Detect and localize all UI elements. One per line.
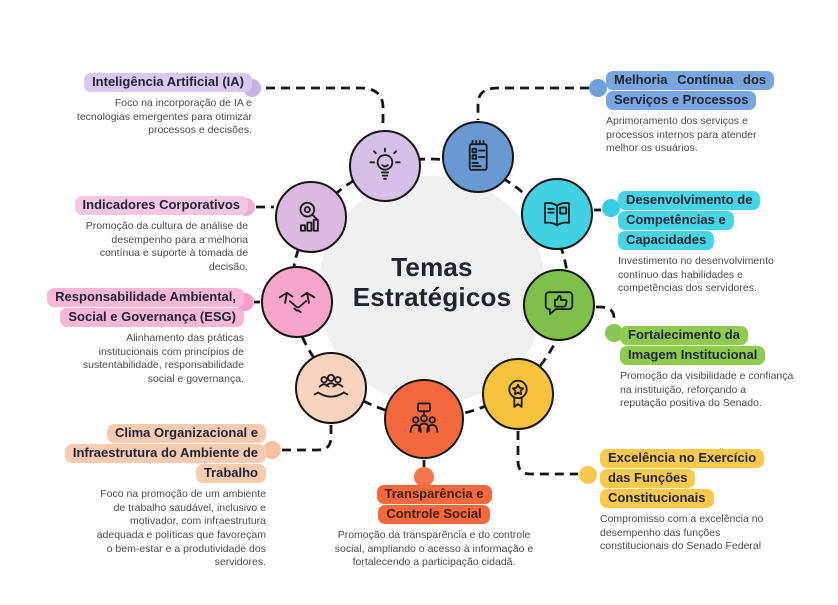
theme-title-line: Serviços e Processos [606,91,757,110]
theme-title-line: Inteligência Artificial (IA) [84,73,252,92]
diagram-title-line-2: Estratégicos [352,282,512,312]
label-desenvolvimento-competencias: Desenvolvimento de Competências e Capaci… [618,191,788,296]
theme-title-line: Controle Social [378,505,490,524]
checklist-icon [468,140,488,171]
connector-dot-desenvolvimento [602,199,620,217]
node-indicadores-corporativos [275,181,347,253]
label-indicadores-corporativos: Indicadores Corporativos Promoção da cul… [50,196,248,275]
medal-icon [508,379,528,408]
theme-description: Investimento no desenvolvimento contínuo… [618,255,774,295]
diagram-title-line-1: Temas [391,252,473,282]
thumbs-up-bubble-icon [544,291,574,316]
node-fortalecimento-imagem [523,269,595,341]
label-inteligencia-artificial: Inteligência Artificial (IA) Foco na inc… [38,73,252,138]
label-clima-organizacional: Clima Organizacional e Infraestrutura do… [48,424,266,570]
label-transparencia-controle-social: Transparência e Controle Social Promoção… [308,485,560,570]
connector-line [596,305,616,323]
theme-title-line: Social e Governança (ESG) [60,308,244,327]
theme-title-line: Desenvolvimento de [618,191,761,210]
theme-title-line: Indicadores Corporativos [74,196,248,215]
connector-dot-melhoria [589,79,607,97]
theme-title-line: Constitucionais [600,489,714,508]
node-transparencia-controle-social [384,379,464,459]
team-care-icon [313,373,349,398]
label-responsabilidade-esg: Responsabilidade Ambiental, Social e Gov… [30,288,244,387]
label-melhoria-continua: Melhoria Contínua dos Serviços e Process… [606,71,776,156]
theme-title-line: Transparência e [376,485,492,504]
theme-title-line: Infraestrutura do Ambiente de [64,444,266,463]
analytics-magnifier-icon [299,201,319,232]
connector-line [516,431,578,476]
connector-line [282,425,333,452]
node-excelencia-funcoes [482,358,554,430]
connector-dot-clima [263,441,281,459]
connector-dot-excelencia [579,466,597,484]
theme-description: Compromisso com a excelência no desempen… [600,513,764,553]
lightbulb-icon [369,147,401,180]
label-fortalecimento-imagem: Fortalecimento da Imagem Institucional P… [620,326,812,411]
node-responsabilidade-esg [261,266,333,338]
theme-title-line: das Funções [600,469,696,488]
connector-dot-transparencia [414,467,434,487]
theme-description: Promoção da visibilidade e confiança na … [620,370,794,410]
theme-title-line: Melhoria Contínua dos [606,71,775,90]
theme-description: Foco na promoção de um ambiente de traba… [96,488,266,569]
theme-description: Promoção da cultura de análise de desemp… [85,220,248,273]
theme-description: Aprimoramento dos serviços e processos i… [606,115,757,155]
connector-line [266,86,385,129]
node-clima-organizacional [295,352,367,424]
diagram-title: Temas Estratégicos [318,252,546,312]
node-inteligencia-artificial [349,130,421,202]
people-announcement-icon [409,402,439,433]
connector-dot-fortalecimento [605,324,623,342]
theme-title-line: Excelência no Exercício [600,449,765,468]
theme-title-line: Imagem Institucional [620,346,766,365]
theme-description: Promoção da transparência e do controle … [334,529,534,569]
theme-title-line: Clima Organizacional e [106,424,266,443]
node-melhoria-continua [442,121,514,193]
theme-title-line: Fortalecimento da [620,326,748,345]
theme-description: Foco na incorporação de IA e tecnologias… [76,97,252,137]
theme-title-line: Trabalho [195,464,266,483]
label-excelencia-funcoes: Excelência no Exercício das Funções Cons… [600,449,780,554]
theme-title-line: Responsabilidade Ambiental, [47,288,244,307]
theme-description: Alinhamento das práticas institucionais … [82,332,244,385]
handshake-icon [278,291,316,313]
connector-line [476,86,589,120]
node-desenvolvimento-competencias [521,178,593,250]
theme-title-line: Competências e [618,211,734,230]
theme-title-line: Capacidades [618,231,715,250]
open-book-icon [544,202,570,227]
